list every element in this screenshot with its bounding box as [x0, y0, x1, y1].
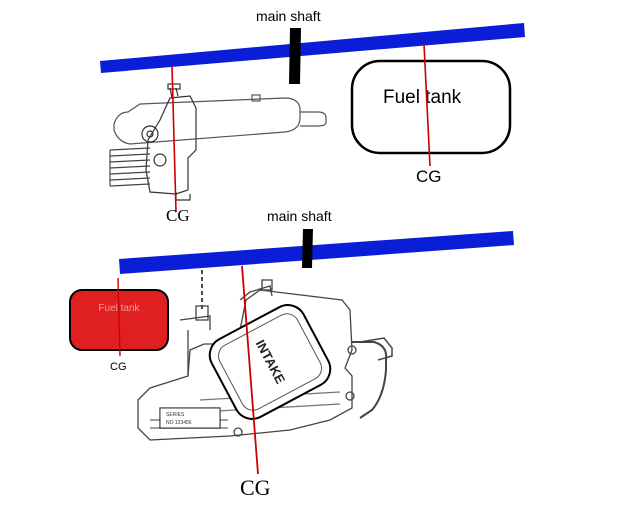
bottom-boom-bar	[119, 231, 514, 274]
top-engine-drawing	[109, 83, 327, 201]
bottom-tank-cg-label: CG	[110, 361, 127, 373]
top-main-shaft	[289, 28, 301, 84]
top-main-shaft-label: main shaft	[256, 8, 321, 24]
bottom-fuel-tank-label: Fuel tank	[98, 303, 140, 314]
top-fuel-tank-label: Fuel tank	[383, 87, 462, 108]
nameplate-line-2: NO 123456	[166, 420, 192, 426]
bottom-engine-cg-label: CG	[240, 475, 271, 500]
bottom-engine-nameplate: SERIES NO 123456	[159, 407, 221, 429]
bottom-engine-cg-line	[241, 265, 259, 475]
top-tank-cg-line	[423, 43, 431, 167]
nameplate-line-1: SERIES	[166, 412, 185, 418]
top-boom-bar	[100, 23, 525, 73]
top-tank-cg-label: CG	[416, 167, 442, 186]
bottom-intake-box: INTAKE	[208, 304, 332, 420]
top-engine-cg-line	[171, 65, 177, 213]
bottom-tank-cg-line	[117, 277, 121, 357]
bottom-main-shaft	[302, 229, 313, 268]
top-engine-cg-label: CG	[166, 206, 190, 225]
bottom-diagram: main shaft SERIES NO 123456	[69, 208, 514, 500]
top-fuel-tank	[350, 59, 512, 155]
top-engine-fins	[109, 147, 151, 187]
top-diagram: main shaft	[100, 8, 525, 225]
bottom-main-shaft-label: main shaft	[267, 208, 332, 224]
